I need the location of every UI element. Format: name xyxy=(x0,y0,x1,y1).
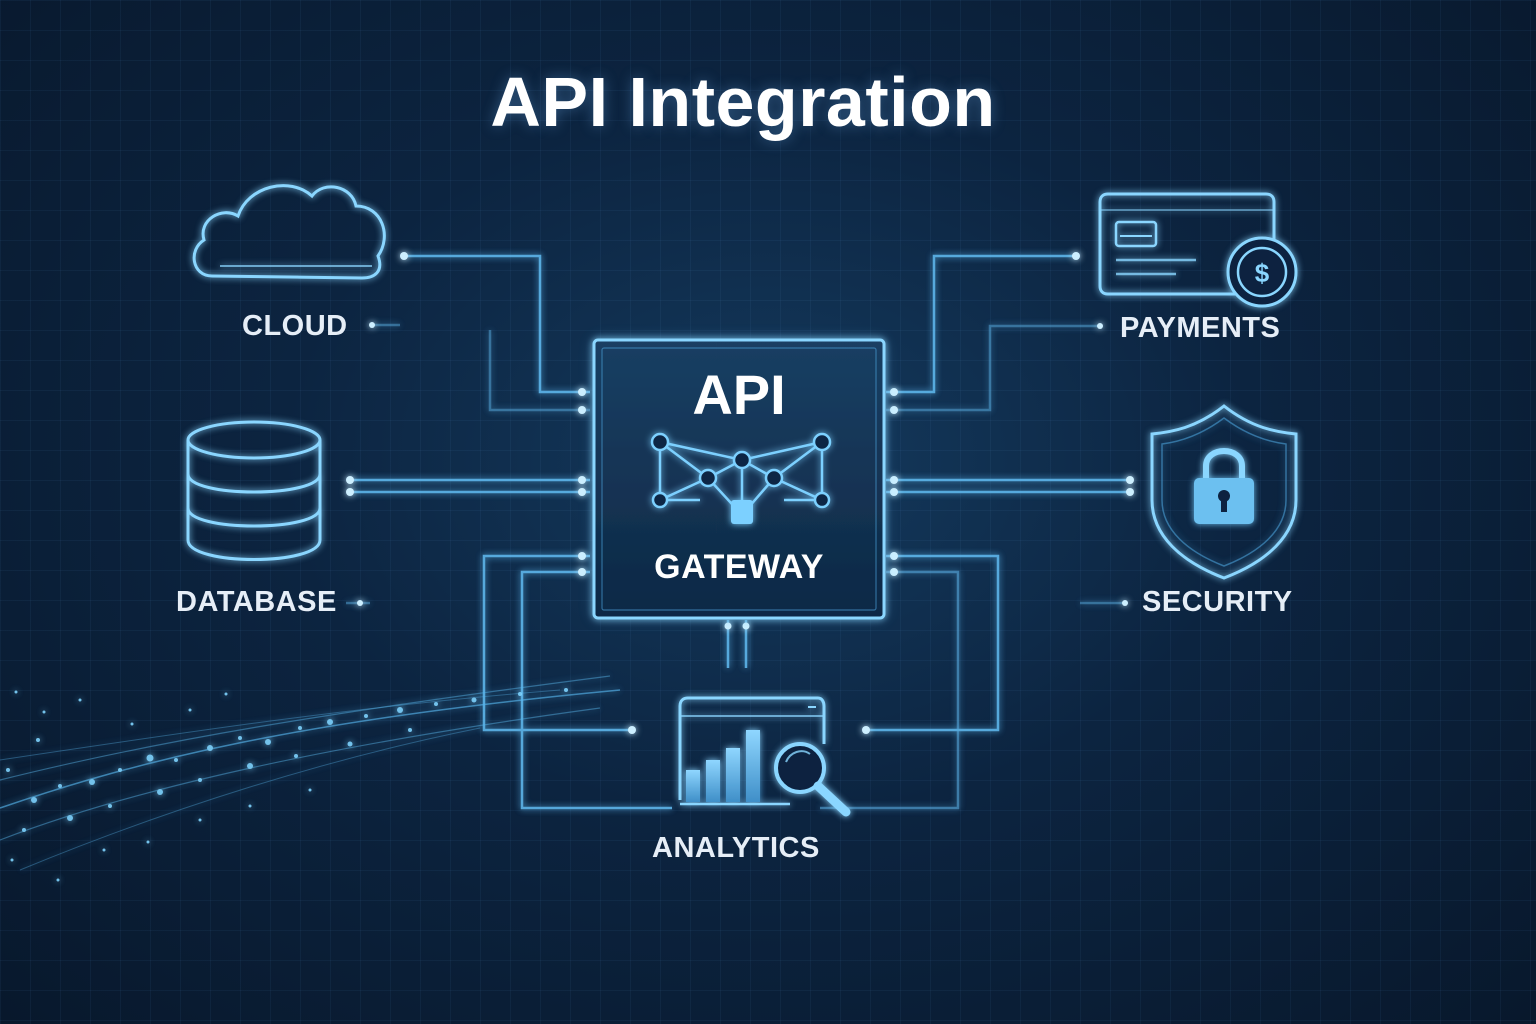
connector-payments xyxy=(886,254,1076,394)
connector-analytics-right xyxy=(866,554,1000,732)
gateway-subtitle: GATEWAY xyxy=(654,548,824,586)
gateway-title: API xyxy=(692,363,786,426)
connector-cloud xyxy=(404,254,590,394)
connector-analytics-right-2 xyxy=(820,570,960,810)
label-analytics: ANALYTICS xyxy=(652,832,820,864)
label-security: SECURITY xyxy=(1142,586,1293,618)
label-cloud: CLOUD xyxy=(242,310,348,342)
network-node-icon xyxy=(650,432,832,524)
database-icon xyxy=(186,420,322,561)
gateway-box xyxy=(592,338,886,620)
payment-card-icon: $ xyxy=(1098,192,1298,308)
connector-payments-2 xyxy=(886,324,1100,412)
particle-stream xyxy=(0,675,621,882)
label-payments: PAYMENTS xyxy=(1120,312,1281,344)
connector-analytics-left-2 xyxy=(520,570,672,810)
connector-dots xyxy=(346,252,1134,734)
cloud-icon xyxy=(192,184,386,280)
connector-cloud-2 xyxy=(488,330,590,412)
shield-lock-icon xyxy=(1150,404,1298,580)
connector-analytics-left xyxy=(482,554,632,732)
page-title: API Integration xyxy=(490,63,996,141)
svg-text:$: $ xyxy=(1255,258,1270,288)
analytics-chart-icon xyxy=(678,696,851,817)
label-database: DATABASE xyxy=(176,586,337,618)
